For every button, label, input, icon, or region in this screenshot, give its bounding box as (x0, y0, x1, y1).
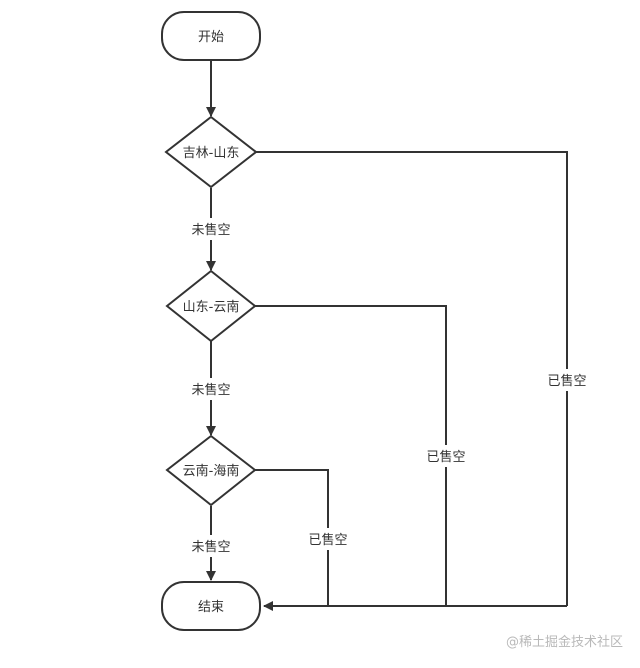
label-bg-not-sold-out-2 (188, 378, 234, 400)
decision-node-2-label: 山东-云南 (183, 299, 240, 315)
label-bg-not-sold-out-3 (188, 535, 234, 557)
label-bg-sold-out-1 (544, 369, 590, 391)
decision-node-3-label: 云南-海南 (183, 463, 240, 479)
label-sold-out-1: 已售空 (547, 373, 586, 389)
watermark-text: @稀土掘金技术社区 (506, 634, 623, 650)
decision-node-2: 山东-云南 (165, 269, 257, 343)
edge-decision-1-sold-out (256, 151, 568, 606)
label-not-sold-out-2: 未售空 (191, 382, 230, 398)
start-node-label: 开始 (198, 30, 224, 45)
start-node: 开始 (161, 11, 261, 61)
edge-decision-3-sold-out (255, 469, 329, 606)
end-node-label: 结束 (198, 600, 224, 615)
label-not-sold-out-3: 未售空 (191, 539, 230, 555)
decision-node-3: 云南-海南 (165, 434, 257, 507)
decision-node-1: 吉林-山东 (164, 115, 258, 189)
decision-node-1-label: 吉林-山东 (183, 146, 240, 161)
label-bg-sold-out-3 (305, 528, 351, 550)
label-bg-sold-out-2 (423, 445, 469, 467)
edge-decision-2-sold-out (255, 305, 447, 606)
label-sold-out-3: 已售空 (308, 532, 347, 548)
label-sold-out-2: 已售空 (426, 449, 465, 465)
label-not-sold-out-1: 未售空 (191, 222, 230, 238)
label-bg-not-sold-out-1 (188, 218, 234, 240)
end-node: 结束 (161, 581, 261, 631)
